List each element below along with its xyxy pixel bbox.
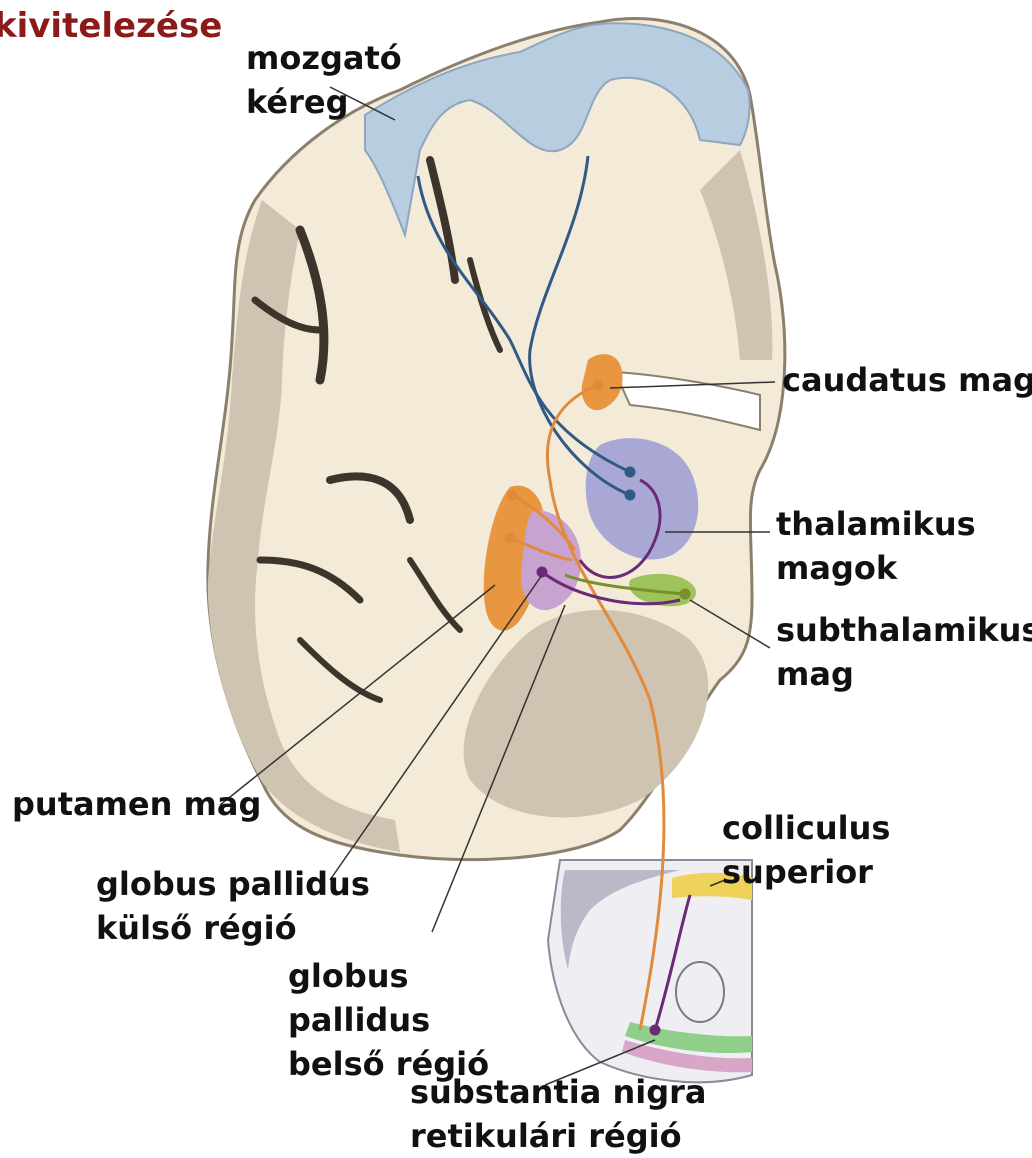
label-superior-colliculus: colliculus superior bbox=[722, 806, 890, 894]
label-subthalamic-nucleus: subthalamikus mag bbox=[776, 608, 1032, 696]
label-caudate-nucleus: caudatus mag bbox=[782, 358, 1032, 402]
coronal-brain-section bbox=[208, 19, 785, 860]
label-putamen: putamen mag bbox=[12, 782, 261, 826]
page-title: kivitelezése bbox=[0, 6, 222, 46]
label-globus-pallidus-internal: globus pallidus belső régió bbox=[288, 954, 489, 1086]
label-motor-cortex: mozgató kéreg bbox=[246, 36, 402, 124]
label-substantia-nigra: substantia nigra retikulári régió bbox=[410, 1070, 706, 1158]
label-globus-pallidus-external: globus pallidus külső régió bbox=[96, 862, 370, 950]
label-thalamic-nuclei: thalamikus magok bbox=[776, 502, 976, 590]
